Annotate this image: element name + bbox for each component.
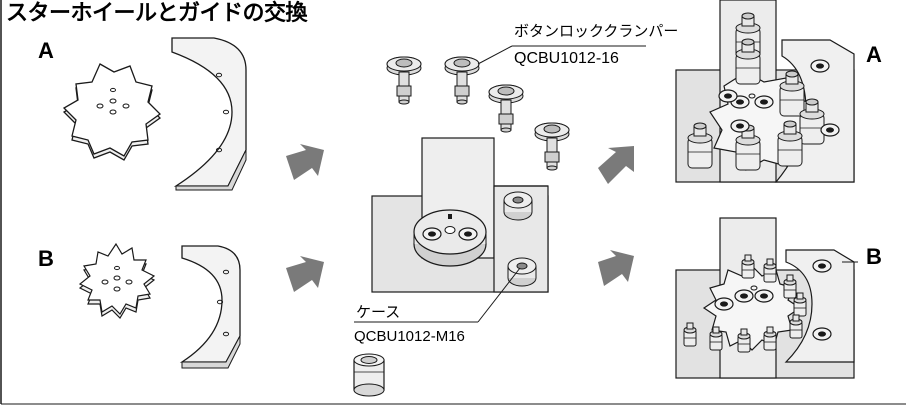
clamper-name-label: ボタンロッククランパー xyxy=(514,22,679,40)
star-wheel-b xyxy=(78,242,156,319)
label-b-left: B xyxy=(38,246,54,271)
assembled-view-a xyxy=(675,0,855,183)
center-base-assembly xyxy=(371,137,549,293)
assembled-view-b xyxy=(675,217,855,379)
clamper-callout-leader xyxy=(477,45,513,65)
arrow-a-to-center xyxy=(286,144,324,180)
case-code-label: QCBU1012-M16 xyxy=(354,328,465,345)
label-b-right: B xyxy=(866,244,882,269)
diagram-title: スターホイールとガイドの交換 xyxy=(6,1,308,26)
guide-plate-a xyxy=(171,37,247,191)
guide-plate-b xyxy=(179,245,241,369)
loose-case xyxy=(353,353,385,397)
clamper-code-label: QCBU1012-16 xyxy=(514,50,619,67)
arrow-b-to-center xyxy=(286,256,324,292)
arrow-center-to-a xyxy=(598,146,634,184)
arrow-center-to-b xyxy=(598,250,634,286)
case-name-label: ケース xyxy=(356,303,401,321)
label-a-right: A xyxy=(866,42,882,67)
star-wheel-a xyxy=(62,63,162,161)
case-callout-leader xyxy=(477,267,521,323)
label-a-left: A xyxy=(38,38,54,63)
